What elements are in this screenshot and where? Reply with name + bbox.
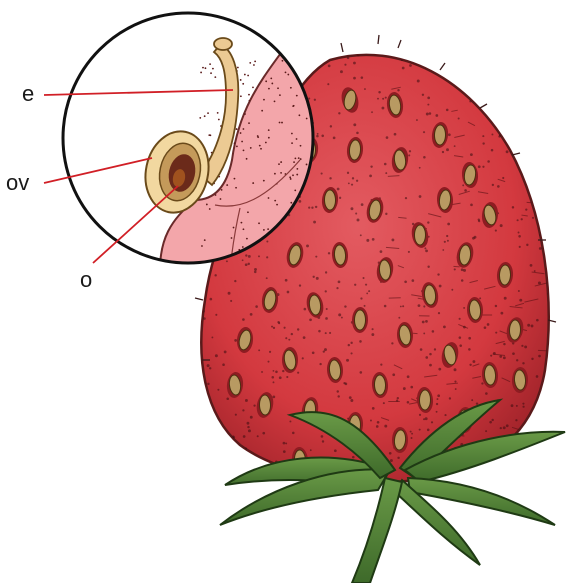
- label-e: e: [22, 81, 34, 106]
- label-o: o: [80, 267, 92, 292]
- label-ov: ov: [6, 170, 29, 195]
- stem: [352, 478, 402, 583]
- seed: [392, 427, 408, 453]
